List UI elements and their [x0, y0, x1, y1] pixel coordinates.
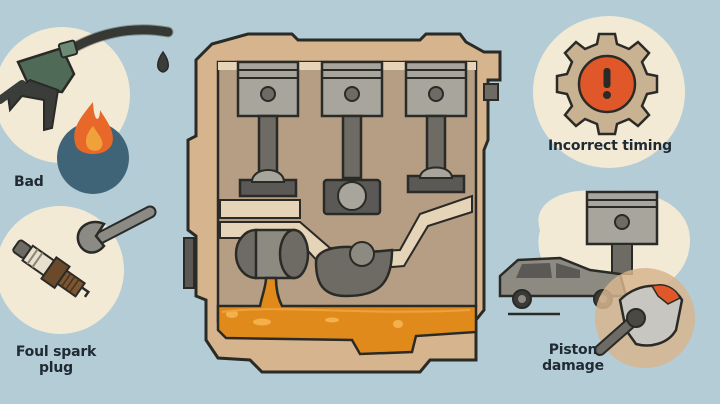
piston-1 — [236, 60, 300, 198]
callout-label-piston-damage: Piston damage — [542, 342, 604, 374]
piston-3 — [404, 60, 468, 194]
piston-2 — [320, 60, 384, 216]
car-and-damaged-piston-icon — [498, 190, 695, 368]
callout-label-incorrect-timing: Incorrect timing — [548, 138, 672, 154]
callout-label-bad-fuel: Bad — [14, 174, 44, 190]
crankshaft — [234, 228, 394, 298]
spark-plug-with-wrench-icon — [0, 205, 157, 334]
callout-label-foul-spark-plug: Foul spark plug — [15, 344, 97, 376]
fuel-nozzle-with-flame-icon — [0, 24, 174, 194]
gear-warning-icon — [533, 16, 685, 168]
engine-cross-section — [183, 32, 502, 374]
oil-pool — [216, 276, 478, 356]
